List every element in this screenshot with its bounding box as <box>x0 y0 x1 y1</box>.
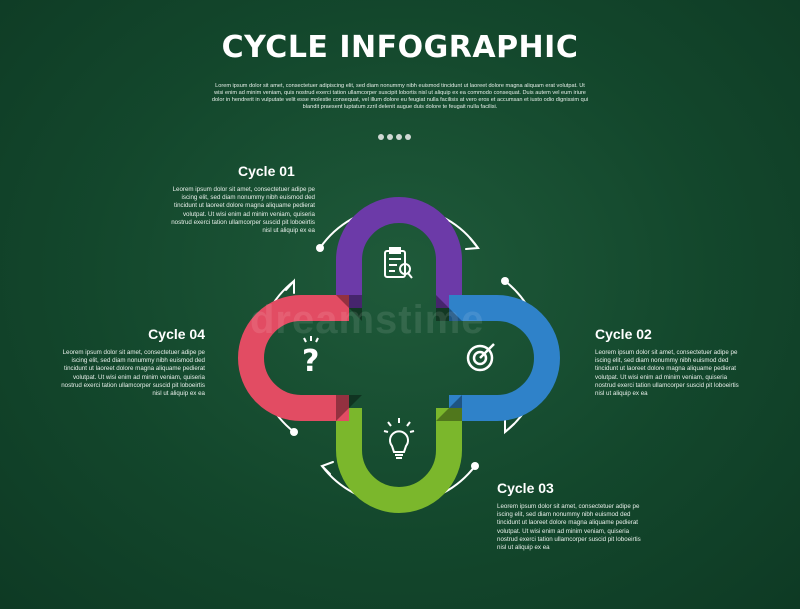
lightbulb-icon <box>383 418 415 459</box>
petal-cycle-01 <box>336 197 462 308</box>
page-subtitle: Lorem ipsum dolor sit amet, consectetuer… <box>211 83 589 110</box>
arrow-tip-03 <box>320 461 334 475</box>
dot <box>396 134 402 140</box>
petal-cycle-03 <box>336 408 462 513</box>
clipboard-search-icon <box>384 247 413 279</box>
arrow-tip-02 <box>504 419 515 435</box>
dot <box>378 134 384 140</box>
arrow-tip-04 <box>285 278 295 294</box>
arrow-start-02 <box>501 277 509 285</box>
cycle-03-text: Leorem ipsum dolor sit amet, consectetue… <box>497 503 641 552</box>
arrow-tips <box>285 237 515 475</box>
cycle-03-title: Cycle 03 <box>497 480 554 496</box>
cycle-02-text: Leorem ipsum dolor sit amet, consectetue… <box>595 349 739 398</box>
cycle-01-title: Cycle 01 <box>238 163 295 179</box>
cycle-01-text: Leorem ipsum dolor sit amet, consectetue… <box>171 186 315 235</box>
dot <box>387 134 393 140</box>
question-icon: ? <box>302 336 319 379</box>
petals <box>238 197 560 513</box>
cycle-04-title: Cycle 04 <box>148 326 205 342</box>
arrow-tip-01 <box>465 237 480 250</box>
petal-joints <box>336 295 462 421</box>
pagination-dots <box>378 127 414 145</box>
petal-cycle-02 <box>449 295 560 421</box>
arrow-start-04 <box>290 428 298 436</box>
page-title: CYCLE INFOGRAPHIC <box>221 30 579 65</box>
cycle-02-title: Cycle 02 <box>595 326 652 342</box>
petal-cycle-04 <box>238 295 349 421</box>
svg-text:?: ? <box>302 344 319 379</box>
arrow-heads <box>290 244 509 470</box>
target-icon <box>466 343 495 372</box>
arrow-start-01 <box>316 244 324 252</box>
watermark: dreamstime <box>250 298 485 342</box>
cycle-04-text: Leorem ipsum dolor sit amet, consectetue… <box>61 349 205 398</box>
arrow-start-03 <box>471 462 479 470</box>
dot <box>405 134 411 140</box>
